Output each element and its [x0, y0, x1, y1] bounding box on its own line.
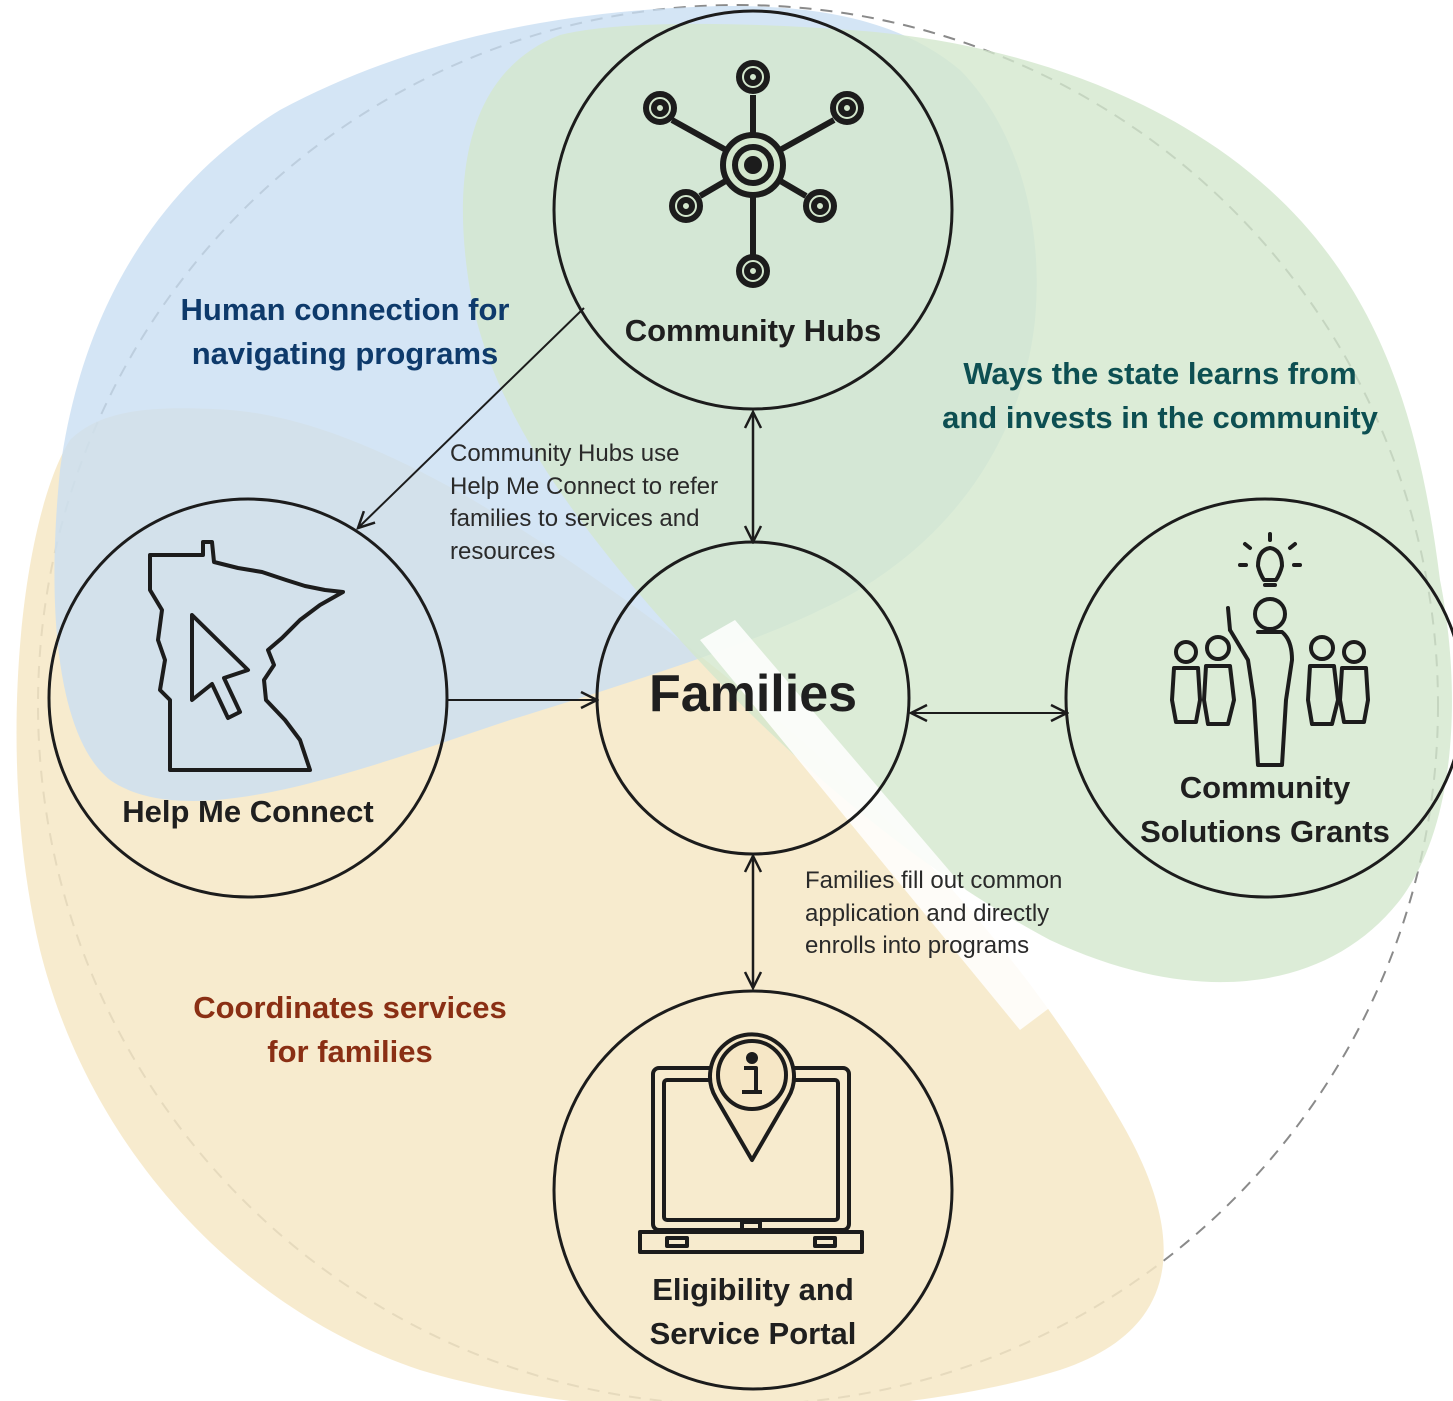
node-help-me-connect-circle — [47, 497, 449, 899]
note-hubs-refer: Community Hubs use Help Me Connect to re… — [450, 440, 719, 565]
node-grants-circle — [1064, 497, 1453, 899]
people-idea-icon — [1170, 532, 1370, 767]
note-families-fill: Families fill out common application and… — [805, 867, 1063, 959]
region-state-learns — [462, 23, 1452, 983]
network-hub-icon — [643, 60, 864, 288]
region-label-state-learns: Ways the state learns from and invests i… — [942, 356, 1378, 435]
node-community-hubs-circle — [552, 9, 954, 411]
arrow-hubs-to-helpmeconnect — [358, 307, 585, 528]
node-label-families: Families — [648, 665, 858, 723]
node-label-community-hubs: Community Hubs — [624, 313, 882, 348]
region-label-coordinates: Coordinates services for families — [193, 990, 507, 1069]
node-label-help-me-connect: Help Me Connect — [122, 794, 374, 829]
node-label-eligibility-portal: Eligibility and Service Portal — [649, 1272, 857, 1351]
region-separator-band — [700, 620, 1060, 1030]
node-portal-circle — [552, 989, 954, 1391]
node-label-community-solutions-grants: Community Solutions Grants — [1140, 770, 1390, 849]
laptop-info-pin-icon — [638, 1032, 864, 1254]
region-label-human-connection: Human connection for navigating programs — [180, 292, 510, 371]
node-families-circle — [595, 540, 911, 856]
minnesota-cursor-icon — [148, 540, 345, 772]
